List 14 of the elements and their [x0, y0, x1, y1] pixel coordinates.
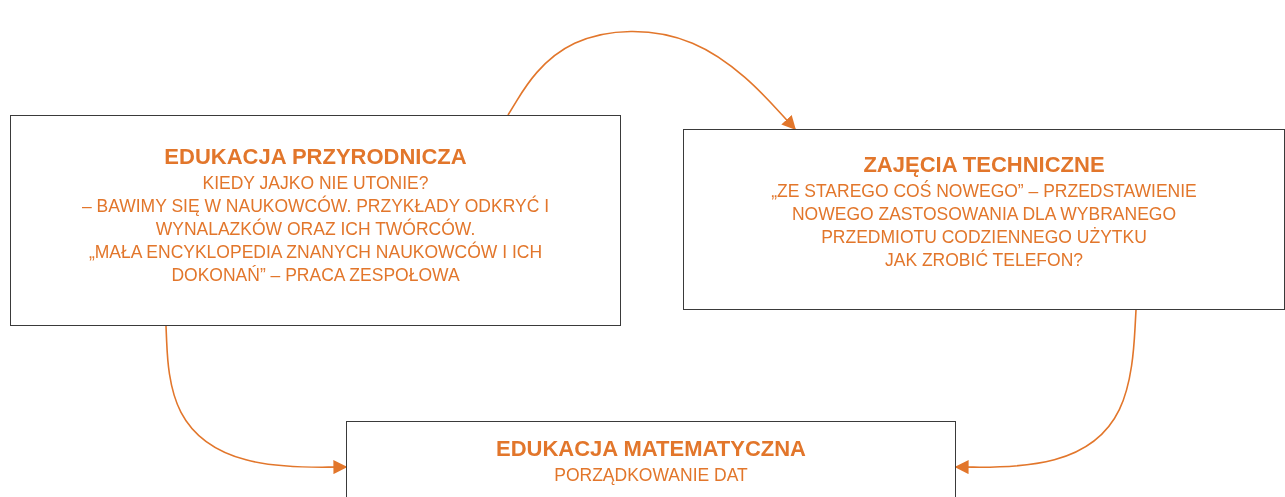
topic-heading: EDUKACJA MATEMATYCZNA — [496, 436, 806, 462]
topic-text: JAK ZROBIĆ TELEFON? — [884, 249, 1084, 272]
curved-arrow — [507, 30, 796, 131]
topic-heading: ZAJĘCIA TECHNICZNE — [863, 152, 1105, 178]
topic-text: „MAŁA ENCYKLOPEDIA ZNANYCH NAUKOWCÓW I ICH DOKONAŃ” – PRACA ZESPOŁOWA — [87, 241, 544, 287]
topic-text: „ZE STAREGO COŚ NOWEGO” – PRZEDSTAWIENIE NOWEGO ZASTOSOWANIA DLA WYBRANEGO PRZEDMIOTU CODZIENNEGO UŻYTKU — [770, 180, 1198, 249]
topic-text: PORZĄDKOWANIE DAT — [554, 464, 748, 487]
topic-text: KIEDY JAJKO NIE UTONIE? — [202, 172, 429, 195]
topic-box — [10, 115, 621, 326]
topic-text: – BAWIMY SIĘ W NAUKOWCÓW. PRZYKŁADY ODKRYĆ I WYNALAZKÓW ORAZ ICH TWÓRCÓW. — [81, 195, 550, 241]
curved-arrow — [165, 325, 348, 475]
topic-heading: EDUKACJA PRZYRODNICZA — [164, 144, 467, 170]
topic-box — [683, 129, 1285, 310]
curved-arrow — [954, 309, 1137, 475]
